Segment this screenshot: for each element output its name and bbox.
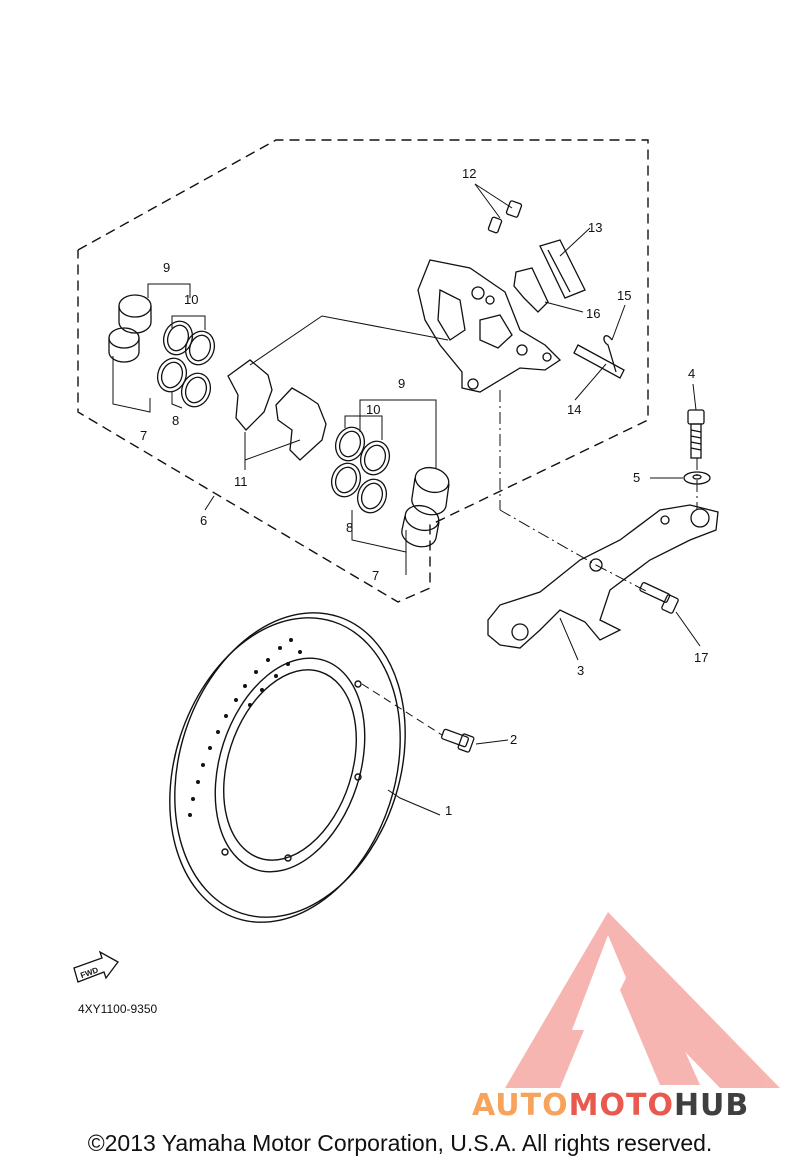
callout-10-left: 10 <box>184 292 198 307</box>
callout-17: 17 <box>694 650 708 665</box>
bolt-17 <box>639 582 679 614</box>
seals-left <box>156 320 216 408</box>
pad-spring-13 <box>539 239 586 299</box>
callout-6: 6 <box>200 513 207 528</box>
clip-15 <box>603 335 617 373</box>
center-lines <box>499 390 698 593</box>
pistons-left <box>108 294 152 363</box>
bolt-4 <box>687 409 705 459</box>
watermark-logo <box>505 912 780 1088</box>
copyright-notice: ©2013 Yamaha Motor Corporation, U.S.A. A… <box>87 1130 713 1156</box>
pistons-right <box>401 466 450 548</box>
caliper-bracket <box>487 504 719 649</box>
pad-support-16 <box>513 267 549 313</box>
callout-14: 14 <box>567 402 581 417</box>
callout-11: 11 <box>234 474 248 489</box>
callout-7-left: 7 <box>140 428 147 443</box>
callout-15: 15 <box>617 288 631 303</box>
callout-3: 3 <box>577 663 584 678</box>
brake-pads <box>227 359 327 461</box>
part-code: 4XY1100-9350 <box>78 1002 158 1016</box>
callout-4: 4 <box>688 366 695 381</box>
callout-16: 16 <box>586 306 600 321</box>
callout-8-right: 8 <box>346 520 353 535</box>
callout-1: 1 <box>445 803 452 818</box>
leader-2-dash <box>361 683 443 736</box>
pin-14 <box>573 344 625 379</box>
brand-hub: HUB <box>673 1088 750 1123</box>
brand-moto: MOTO <box>568 1088 674 1123</box>
brake-disc <box>169 612 406 923</box>
watermark-brand: AUTOMOTOHUB <box>472 1088 749 1123</box>
brand-auto: AUTO <box>472 1088 569 1123</box>
callout-2: 2 <box>510 732 517 747</box>
bleed-screw-12 <box>487 200 523 234</box>
caliper-body <box>417 259 562 393</box>
callout-13: 13 <box>588 220 602 235</box>
callout-12: 12 <box>462 166 476 181</box>
callout-5: 5 <box>633 470 640 485</box>
callout-9-left: 9 <box>163 260 170 275</box>
assembly-outline <box>77 139 649 603</box>
callout-9-right: 9 <box>398 376 405 391</box>
callout-7-right: 7 <box>372 568 379 583</box>
leader-lines <box>112 183 701 816</box>
seals-right <box>330 426 391 514</box>
bolt-2 <box>440 728 475 753</box>
fwd-arrow <box>73 950 119 983</box>
callout-10-right: 10 <box>366 402 380 417</box>
callout-8-left: 8 <box>172 413 179 428</box>
